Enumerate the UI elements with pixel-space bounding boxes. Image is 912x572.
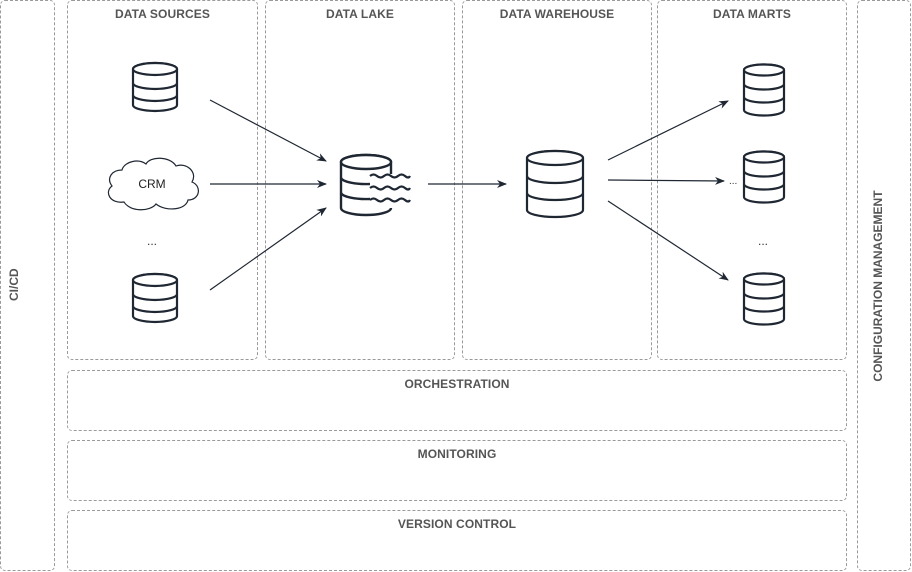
source-database-icon bbox=[131, 61, 179, 113]
cicd-panel: CI/CD bbox=[0, 0, 55, 571]
arrow-source-to-lake bbox=[209, 99, 327, 162]
version-control-title: VERSION CONTROL bbox=[397, 517, 517, 531]
data-lake-icon bbox=[339, 153, 411, 217]
data-warehouse-title: DATA WAREHOUSE bbox=[499, 7, 615, 21]
version-control-panel: VERSION CONTROL bbox=[67, 510, 847, 571]
mart-database-icon bbox=[742, 150, 786, 204]
data-lake-panel: DATA LAKE bbox=[265, 0, 455, 360]
arrow-warehouse-to-mart bbox=[607, 200, 729, 281]
mart-database-icon bbox=[742, 272, 786, 326]
data-sources-panel: DATA SOURCES bbox=[67, 0, 258, 360]
data-sources-title: DATA SOURCES bbox=[115, 7, 210, 21]
arrow-ellipsis: ... bbox=[729, 176, 737, 187]
orchestration-title: ORCHESTRATION bbox=[404, 377, 510, 391]
sources-ellipsis: ... bbox=[147, 234, 157, 248]
warehouse-database-icon bbox=[525, 149, 585, 219]
crm-cloud-icon bbox=[107, 157, 199, 211]
data-lake-title: DATA LAKE bbox=[325, 7, 394, 21]
data-marts-title: DATA MARTS bbox=[712, 7, 792, 21]
marts-ellipsis: ... bbox=[758, 234, 768, 248]
orchestration-panel: ORCHESTRATION bbox=[67, 370, 847, 431]
arrow-warehouse-to-mart bbox=[607, 100, 729, 161]
source-database-icon bbox=[131, 272, 179, 324]
monitoring-panel: MONITORING bbox=[67, 440, 847, 501]
configuration-management-panel: CONFIGURATION MANAGEMENT bbox=[857, 0, 911, 571]
crm-label: CRM bbox=[138, 177, 165, 191]
arrow-warehouse-to-mart bbox=[607, 176, 725, 185]
monitoring-title: MONITORING bbox=[417, 447, 497, 461]
arrow-source-to-lake bbox=[209, 207, 327, 291]
mart-database-icon bbox=[742, 63, 786, 117]
